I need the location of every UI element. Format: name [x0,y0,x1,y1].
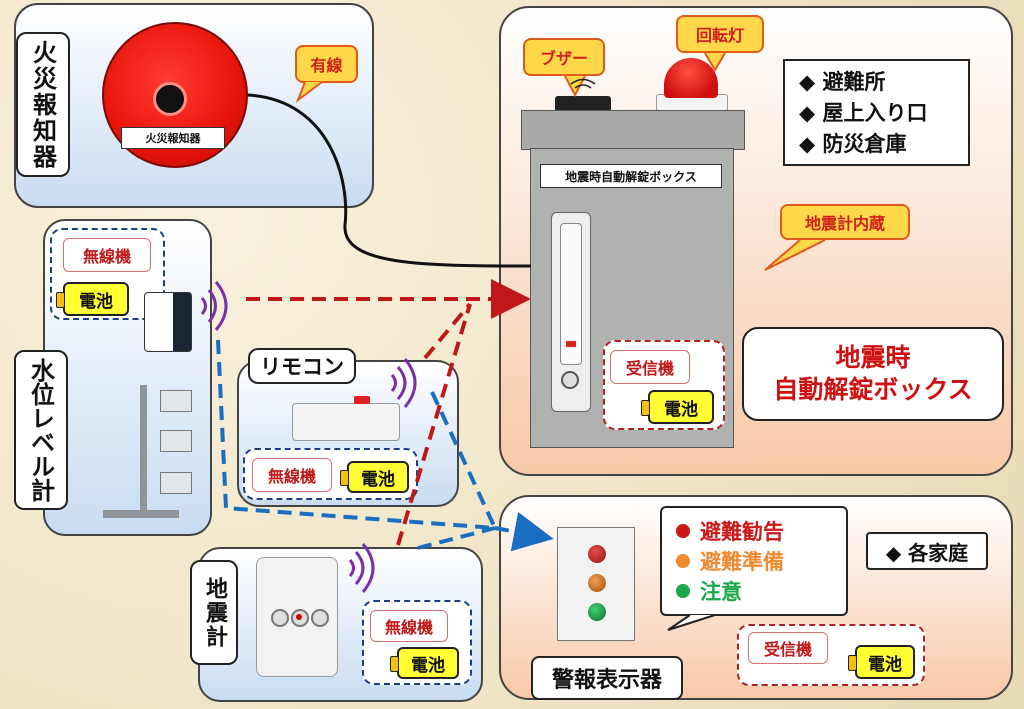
remote-radio-label: 無線機 [252,458,332,492]
seismometer-label: 地震計 [190,560,238,665]
legend-caution: 注意 [676,576,832,606]
households-label: ◆ 各家庭 [866,532,988,570]
legend-evacuation-advisory: 避難勧告 [676,516,832,546]
blue-arrow-seismometer [417,526,496,550]
box-name-line2: 自動解錠ボックス [773,375,973,404]
seismometer-radio-label: 無線機 [370,610,448,642]
legend-evacuation-preparation: 避難準備 [676,546,832,576]
box-receiver-label: 受信機 [610,350,690,384]
fire-alarm-label: 火災報知器 [16,32,70,177]
water-level-label: 水位レベル計 [14,350,68,510]
water-level-base [103,510,179,518]
box-name-line1: 地震時 [835,343,911,372]
buzzer-callout: ブザー [523,38,605,76]
legend-box: 避難勧告 避難準備 注意 [660,506,848,616]
fire-alarm-button [153,82,187,116]
seismometer-builtin-callout: 地震計内蔵 [780,204,910,240]
location-shelter: ◆ 避難所 [799,70,886,94]
box-name-label: 地震時 自動解錠ボックス [742,327,1004,421]
water-level-probe-1 [160,390,192,412]
locations-box: ◆ 避難所 ◆ 屋上入り口 ◆ 防災倉庫 [783,59,970,166]
box-handle[interactable] [551,212,591,412]
water-level-pole [140,385,147,515]
water-level-battery: 電池 [56,282,129,316]
red-arrow-remote [423,302,472,360]
warning-display-device[interactable] [557,527,635,641]
box-lid [521,110,745,150]
wired-callout: 有線 [295,45,358,83]
water-level-radio-label: 無線機 [63,238,151,272]
display-battery: 電池 [848,645,915,679]
location-rooftop: ◆ 屋上入り口 [799,101,928,125]
remote-device[interactable] [292,403,400,441]
warning-display-label: 警報表示器 [531,656,683,700]
rotating-light-callout: 回転灯 [676,15,764,53]
water-level-probe-2 [160,430,192,452]
box-device-title: 地震時自動解錠ボックス [540,164,722,188]
water-level-sensor[interactable] [144,292,192,352]
seismometer-battery: 電池 [390,647,459,679]
remote-button[interactable] [354,396,370,404]
fire-alarm-device-label: 火災報知器 [121,127,225,149]
location-warehouse: ◆ 防災倉庫 [799,132,907,156]
seismometer-device[interactable] [256,557,338,677]
box-battery: 電池 [641,390,714,424]
remote-label: リモコン [248,348,356,384]
water-level-probe-3 [160,472,192,494]
remote-battery: 電池 [340,461,409,493]
display-receiver-label: 受信機 [748,632,828,664]
buzzer [555,96,611,112]
